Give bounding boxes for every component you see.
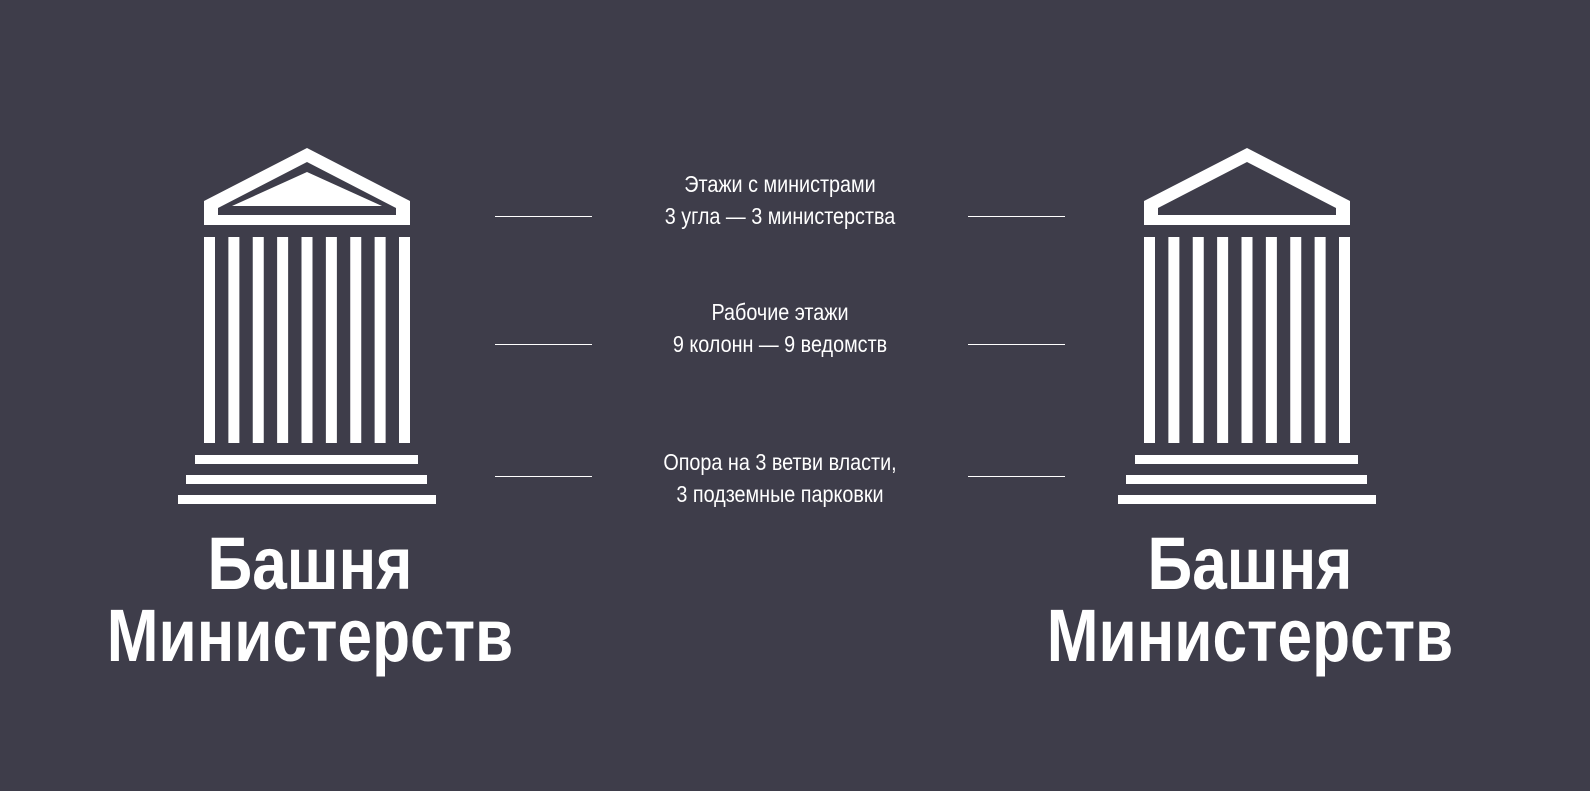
column <box>1314 237 1326 443</box>
column <box>1290 237 1302 443</box>
column <box>1241 237 1253 443</box>
building-icon-right <box>1118 148 1376 504</box>
column <box>374 237 386 443</box>
column <box>277 237 289 443</box>
column <box>204 237 215 443</box>
building-icon-left <box>178 148 436 504</box>
connector-line <box>495 344 592 345</box>
connector-line <box>495 476 592 477</box>
column <box>1192 237 1204 443</box>
column <box>399 237 410 443</box>
pediment <box>1144 148 1350 225</box>
label-line: 3 подземные парковки <box>676 481 884 507</box>
column <box>228 237 240 443</box>
label-columns: Рабочие этажи 9 колонн — 9 ведомств <box>600 296 960 360</box>
connector-line <box>968 476 1065 477</box>
column <box>1339 237 1350 443</box>
title-line-2: Министерств <box>1046 594 1454 677</box>
columns <box>1144 237 1350 443</box>
label-line: Опора на 3 ветви власти, <box>663 449 897 475</box>
label-roof: Этажи с министрами 3 угла — 3 министерст… <box>600 168 960 232</box>
column <box>301 237 313 443</box>
label-line: 3 угла — 3 министерства <box>664 203 896 229</box>
pediment <box>204 148 410 225</box>
column <box>1144 237 1155 443</box>
column <box>325 237 337 443</box>
title-line-1: Башня <box>1147 522 1353 605</box>
label-line: Рабочие этажи <box>711 299 849 325</box>
title-line-1: Башня <box>207 522 413 605</box>
building-title-right: Башня Министерств <box>990 522 1510 677</box>
column <box>252 237 264 443</box>
connector-line <box>968 216 1065 217</box>
column <box>1168 237 1180 443</box>
label-line: 9 колонн — 9 ведомств <box>672 331 888 357</box>
column <box>1265 237 1277 443</box>
steps <box>1118 455 1376 504</box>
columns <box>204 237 410 443</box>
steps <box>178 455 436 504</box>
title-line-2: Министерств <box>106 594 514 677</box>
building-title-left: Башня Министерств <box>50 522 570 677</box>
column <box>1217 237 1229 443</box>
label-base: Опора на 3 ветви власти, 3 подземные пар… <box>600 446 960 510</box>
column <box>350 237 362 443</box>
connector-line <box>495 216 592 217</box>
label-line: Этажи с министрами <box>684 171 876 197</box>
connector-line <box>968 344 1065 345</box>
